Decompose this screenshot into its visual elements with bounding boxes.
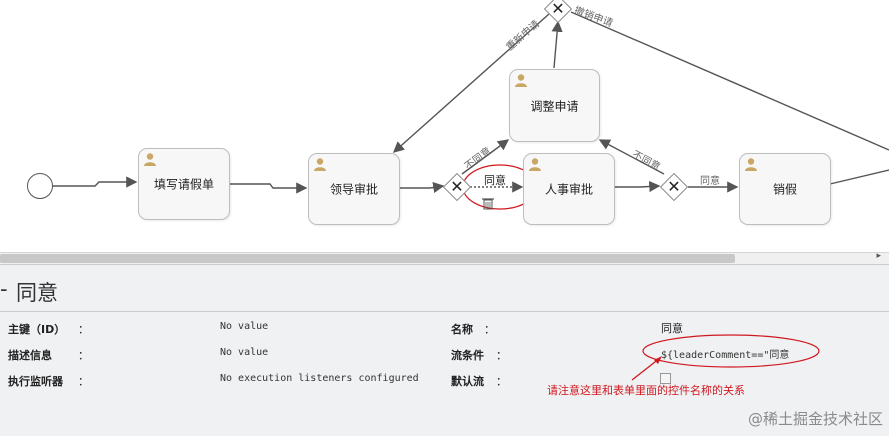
property-label-description: 描述信息: [8, 349, 52, 362]
property-value-condition[interactable]: ${leaderComment=="同意: [661, 350, 790, 361]
user-icon: [529, 158, 541, 171]
flow-abort[interactable]: [570, 11, 889, 151]
user-icon: [745, 158, 757, 171]
panel-title: 同意: [16, 281, 58, 305]
flow-start-to-fill[interactable]: [52, 176, 138, 188]
property-colon: ：: [78, 323, 89, 336]
property-value-name[interactable]: 同意: [661, 322, 683, 335]
flow-disagree-leader[interactable]: [461, 139, 510, 175]
property-value-id[interactable]: No value: [220, 321, 269, 332]
property-label-listeners: 执行监听器: [8, 375, 63, 388]
task-adjust-application[interactable]: 调整申请: [509, 69, 600, 142]
panel-collapse-icon[interactable]: -: [0, 277, 8, 301]
property-colon: ：: [78, 375, 89, 388]
task-label: 领导审批: [329, 182, 378, 197]
trash-icon[interactable]: [482, 198, 494, 210]
task-hr-approval[interactable]: 人事审批: [523, 153, 615, 225]
flow-adjust-to-gateway3[interactable]: [551, 20, 563, 69]
gateway-x-icon: ✕: [551, 0, 565, 18]
flow-label-agree-leader[interactable]: 同意: [484, 174, 506, 187]
horizontal-scrollbar[interactable]: ▸: [0, 251, 889, 264]
flow-hr-to-gateway2[interactable]: [614, 180, 661, 193]
user-icon: [144, 153, 156, 166]
flow-lines: [52, 11, 889, 210]
annotation-text: 请注意这里和表单里面的控件名称的关系: [547, 384, 745, 397]
property-colon: ：: [78, 349, 89, 362]
exclusive-gateway-leader[interactable]: ✕: [442, 172, 472, 202]
task-label: 人事审批: [544, 182, 593, 197]
properties-panel: - 同意 主键（ID） ： No value 描述信息 ： No value 执…: [0, 264, 889, 436]
task-label: 销假: [772, 182, 797, 197]
property-value-description[interactable]: No value: [220, 347, 269, 358]
task-leader-approval[interactable]: 领导审批: [308, 153, 400, 225]
property-label-id: 主键（ID）: [8, 323, 66, 336]
flow-leader-to-gateway1[interactable]: [398, 181, 445, 194]
scroll-right-arrow-icon[interactable]: ▸: [876, 251, 881, 261]
default-flow-checkbox[interactable]: [660, 373, 671, 384]
property-colon: ：: [496, 349, 507, 362]
property-colon: ：: [484, 323, 495, 336]
property-label-default-flow: 默认流: [451, 375, 484, 388]
flow-cancel-to-end[interactable]: [829, 169, 889, 185]
watermark: @稀土掘金技术社区: [747, 410, 883, 428]
process-diagram-canvas[interactable]: 填写请假单 领导审批 调整申请 人事审批 销假 ✕ ✕ ✕ 重新申请 撤销申请 …: [0, 0, 889, 252]
task-label: 填写请假单: [153, 177, 214, 192]
task-fill-leave-form[interactable]: 填写请假单: [138, 148, 230, 220]
gateway-x-icon: ✕: [667, 177, 681, 196]
start-event[interactable]: [27, 173, 53, 199]
divider: [0, 311, 889, 312]
exclusive-gateway-hr[interactable]: ✕: [659, 172, 689, 202]
gateway-x-icon: ✕: [450, 177, 464, 196]
property-label-name: 名称: [451, 323, 473, 336]
user-icon: [515, 74, 527, 87]
task-cancel-leave[interactable]: 销假: [739, 153, 831, 225]
property-colon: ：: [496, 375, 507, 388]
property-label-condition: 流条件: [451, 349, 484, 362]
flow-disagree-hr[interactable]: [598, 139, 665, 175]
scrollbar-thumb[interactable]: [0, 254, 735, 263]
flow-label-agree-hr: 同意: [700, 176, 720, 187]
property-value-listeners[interactable]: No execution listeners configured: [220, 373, 419, 384]
task-label: 调整申请: [530, 99, 579, 113]
flow-fill-to-leader[interactable]: [230, 182, 308, 194]
user-icon: [314, 158, 326, 171]
annotation-arrow: [631, 357, 661, 381]
flow-reapply[interactable]: [392, 13, 550, 153]
exclusive-gateway-adjust[interactable]: ✕: [543, 0, 573, 24]
